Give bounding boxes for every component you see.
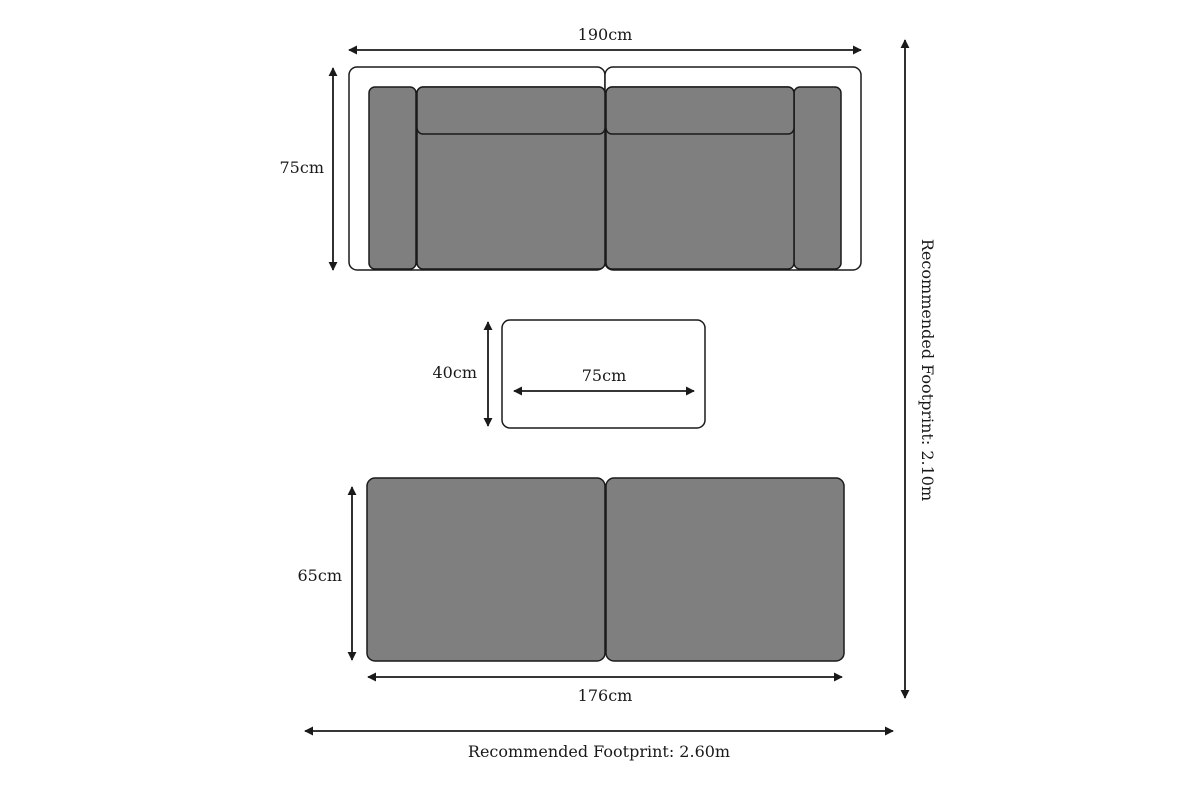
table-depth-label: 40cm <box>433 363 478 382</box>
sofa-back-cushion-right <box>605 86 795 135</box>
bench-width-label: 176cm <box>578 686 633 705</box>
table-width-label: 75cm <box>582 366 627 385</box>
sofa-depth-label: 75cm <box>280 158 325 177</box>
coffee-table <box>501 319 706 429</box>
footprint-width-label: Recommended Footprint: 2.60m <box>468 742 730 761</box>
sofa-width-label: 190cm <box>578 25 633 44</box>
bench-cushion-right <box>605 477 845 662</box>
footprint-depth-label: Recommended Footprint: 2.10m <box>918 239 937 501</box>
sofa-right-arm-cushion <box>793 86 842 270</box>
sofa-back-cushion-left <box>416 86 606 135</box>
sofa <box>348 66 862 271</box>
bench <box>366 477 845 662</box>
bench-cushion-left <box>366 477 606 662</box>
sofa-left-arm-cushion <box>368 86 417 270</box>
bench-depth-label: 65cm <box>298 566 343 585</box>
